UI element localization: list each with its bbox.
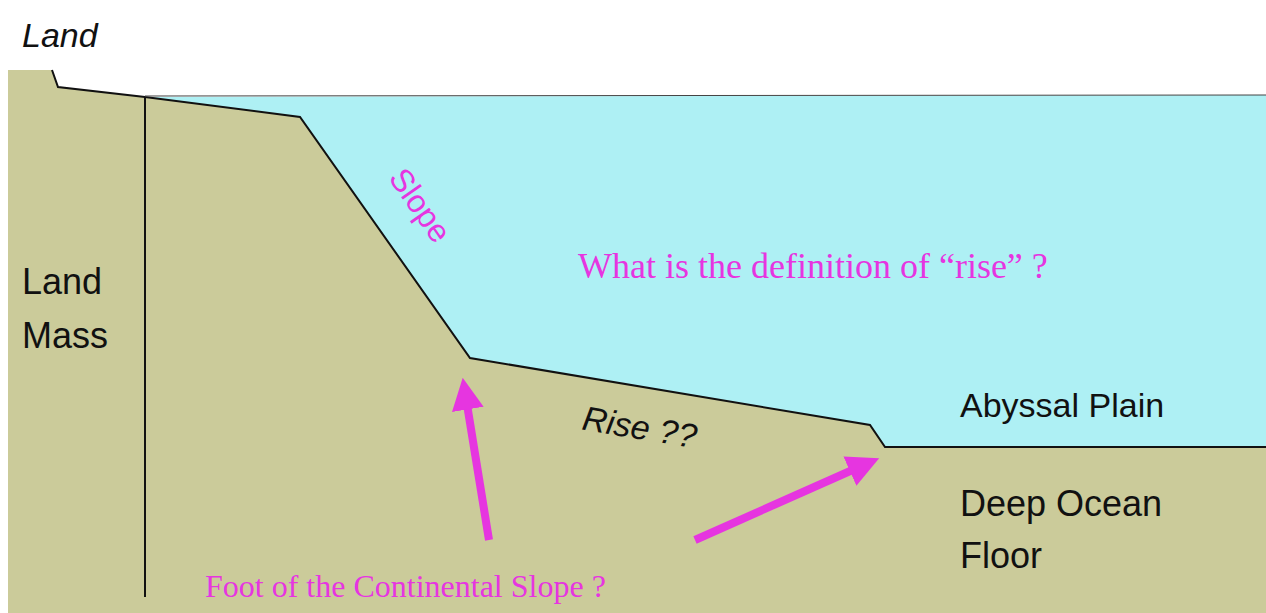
- land-label: Land: [22, 16, 98, 55]
- sea-surface: [145, 95, 1266, 96]
- land-mass-boundary: [144, 97, 146, 597]
- ocean-water: [145, 95, 1266, 447]
- region-label: Deep Ocean Floor: [960, 478, 1225, 582]
- pointer-arrow: [695, 464, 866, 540]
- seafloor-profile: [52, 70, 1266, 447]
- callout-note: Foot of the Continental Slope ?: [205, 568, 606, 605]
- land-body: [8, 70, 1266, 613]
- region-label: Abyssal Plain: [960, 386, 1164, 425]
- pointer-arrow: [465, 392, 489, 540]
- region-label: Land Mass: [22, 255, 147, 363]
- question-note: What is the definition of “rise” ?: [578, 246, 1048, 287]
